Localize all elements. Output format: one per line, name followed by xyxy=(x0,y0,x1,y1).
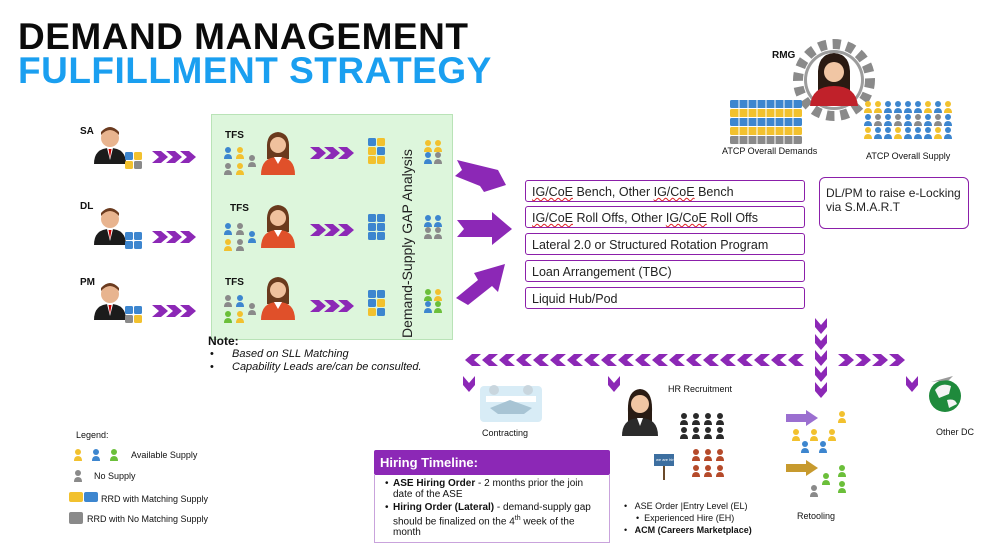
option-roll-offs: IG/CoE Roll Offs, Other IG/CoE Roll Offs xyxy=(525,206,805,228)
hiring-ase: ASE Hiring Order - 2 months prior the jo… xyxy=(385,478,605,500)
elock-note: DL/PM to raise e-Locking via S.M.A.R.T xyxy=(819,177,969,229)
legend-available: Available Supply xyxy=(131,450,198,460)
hiring-timeline-title: Hiring Timeline: xyxy=(374,450,610,475)
hiring-lateral: Hiring Order (Lateral) - demand-supply g… xyxy=(385,502,605,538)
option-lateral: Lateral 2.0 or Structured Rotation Progr… xyxy=(525,233,805,255)
note-item: Capability Leads are/can be consulted. xyxy=(208,361,422,374)
legend-title: Legend: xyxy=(76,430,109,440)
legend-rrd-match: RRD with Matching Supply xyxy=(101,494,209,504)
hr-item: • ASE Order |Entry Level (EL) xyxy=(624,501,748,511)
option-loan: Loan Arrangement (TBC) xyxy=(525,260,805,282)
hr-item: • Experienced Hire (EH) xyxy=(636,513,735,523)
other-dc-label: Other DC xyxy=(936,427,975,437)
option-bench: IG/CoE Bench, Other IG/CoE Bench xyxy=(525,180,805,202)
contracting-label: Contracting xyxy=(482,428,529,438)
page-title-line1: DEMAND MANAGEMENT xyxy=(18,16,469,57)
note-title: Note: xyxy=(208,334,239,348)
role-label-pm: PM xyxy=(80,277,95,288)
hiring-sign-text: we are hiring xyxy=(656,457,679,462)
page-title-line2: FULFILLMENT STRATEGY xyxy=(18,50,492,91)
rmg-label: RMG xyxy=(772,50,796,61)
role-label-dl: DL xyxy=(80,201,94,212)
hiring-timeline-body: ASE Hiring Order - 2 months prior the jo… xyxy=(374,475,610,543)
hr-item: • ACM (Careers Marketplace) xyxy=(624,525,752,535)
legend-no-supply: No Supply xyxy=(94,471,136,481)
hr-list: • ASE Order |Entry Level (EL) • Experien… xyxy=(624,500,752,536)
tfs-label-1: TFS xyxy=(225,130,244,141)
hr-recruitment-label: HR Recruitment xyxy=(668,384,733,394)
note-item: Based on SLL Matching xyxy=(208,348,422,361)
retooling-label: Retooling xyxy=(797,511,836,521)
tfs-label-3: TFS xyxy=(225,277,244,288)
option-liquid-hub: Liquid Hub/Pod xyxy=(525,287,805,309)
atcp-supply-label: ATCP Overall Supply xyxy=(866,151,951,161)
tfs-label-2: TFS xyxy=(230,203,249,214)
note-list: Based on SLL Matching Capability Leads a… xyxy=(208,348,422,374)
role-label-sa: SA xyxy=(80,126,94,137)
atcp-demands-label: ATCP Overall Demands xyxy=(722,146,818,156)
gap-analysis-label: Demand-Supply GAP Analysis xyxy=(399,149,415,338)
legend-rrd-nomatch: RRD with No Matching Supply xyxy=(87,514,209,524)
